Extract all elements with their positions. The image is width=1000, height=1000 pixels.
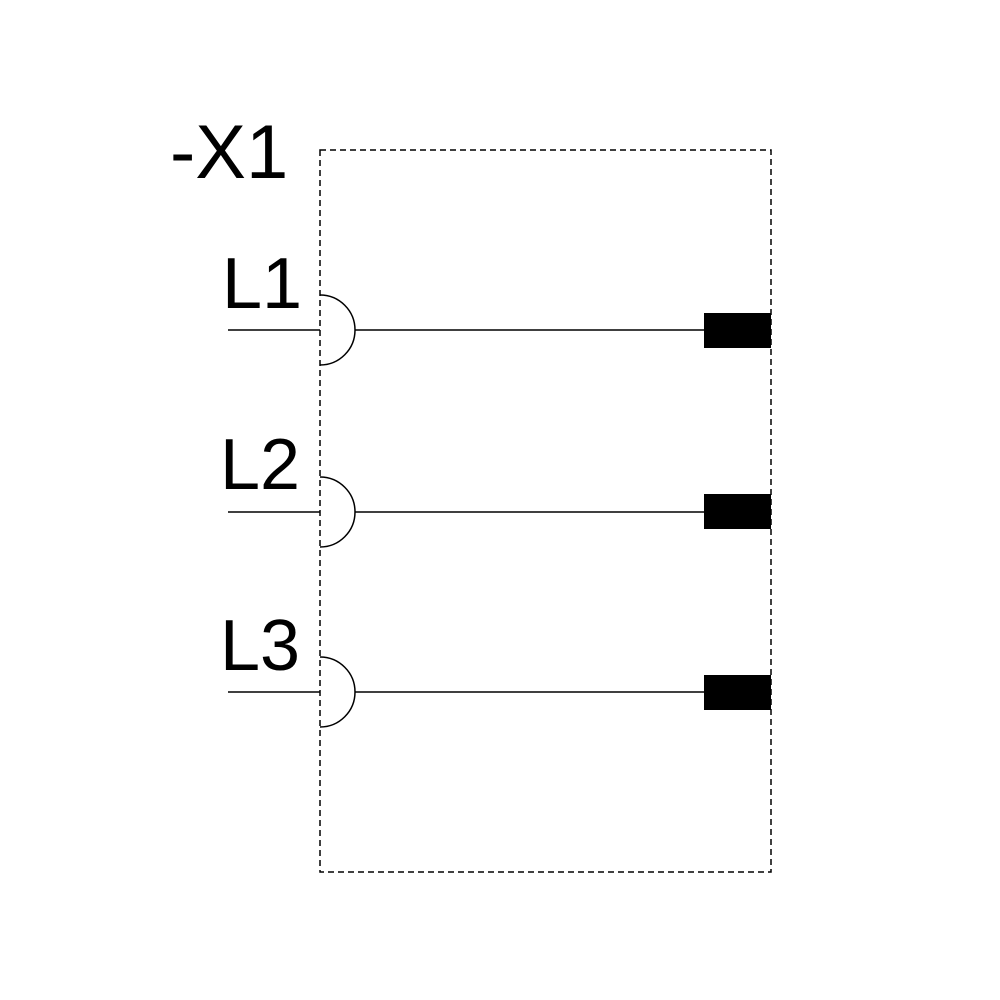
terminal-3-plug	[704, 675, 771, 710]
terminal-label-2: L2	[220, 425, 300, 505]
terminal-1-plug	[704, 313, 771, 348]
terminal-2-socket	[319, 476, 356, 548]
device-enclosure	[319, 149, 772, 873]
terminal-1-socket	[319, 294, 356, 366]
device-designation: -X1	[170, 110, 288, 195]
terminal-3-socket	[319, 656, 356, 728]
terminal-2-plug	[704, 494, 771, 529]
terminal-3: L3	[220, 606, 771, 728]
terminal-label-3: L3	[220, 606, 300, 686]
terminal-1: L1	[222, 244, 771, 366]
terminal-2: L2	[220, 425, 771, 548]
terminal-label-1: L1	[222, 244, 302, 324]
